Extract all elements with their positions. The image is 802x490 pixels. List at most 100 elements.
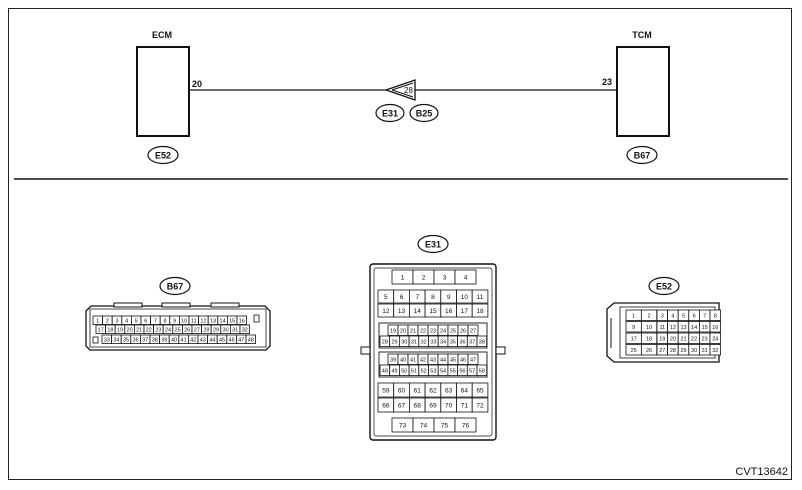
diagram-frame xyxy=(8,8,792,480)
pin-number: 26 xyxy=(184,328,190,334)
pin-number: 2 xyxy=(106,319,109,325)
pin-number: 10 xyxy=(646,325,652,331)
e52-oval xyxy=(648,276,680,296)
pin-number: 38 xyxy=(479,340,485,346)
pin-number: 6 xyxy=(400,294,404,301)
pin-number: 36 xyxy=(459,340,465,346)
pin-number: 9 xyxy=(447,294,451,301)
pin-number: 3 xyxy=(443,274,447,281)
pin-number: 72 xyxy=(476,402,484,409)
pin-number: 32 xyxy=(712,348,718,354)
pin-number: 30 xyxy=(223,328,229,334)
pin-number: 17 xyxy=(98,328,104,334)
pin-number: 55 xyxy=(450,369,456,375)
pin-number: 50 xyxy=(401,369,407,375)
pin-number: 45 xyxy=(219,338,225,344)
pin-cell xyxy=(467,324,479,336)
e31-label: E31 xyxy=(425,240,441,250)
pin-number: 69 xyxy=(429,402,437,409)
pin-number: 39 xyxy=(161,338,167,344)
pin-number: 25 xyxy=(450,329,456,335)
pin-number: 59 xyxy=(382,387,390,394)
pin-number: 1 xyxy=(401,274,405,281)
ecm-pin: 20 xyxy=(192,79,202,89)
pin-number: 30 xyxy=(691,348,697,354)
pin-number: 12 xyxy=(200,319,206,325)
pin-number: 44 xyxy=(440,358,446,364)
pin-number: 4 xyxy=(125,319,128,325)
pin-number: 73 xyxy=(399,422,407,429)
pin-number: 24 xyxy=(165,328,171,334)
pin-number: 29 xyxy=(680,348,686,354)
pin-number: 38 xyxy=(152,338,158,344)
pin-number: 16 xyxy=(445,308,453,315)
pin-number: 29 xyxy=(213,328,219,334)
pin-number: 23 xyxy=(702,337,708,343)
pin-number: 46 xyxy=(460,358,466,364)
joint-connector-oval-1 xyxy=(375,103,405,123)
pin-cell xyxy=(476,364,488,376)
pin-number: 25 xyxy=(631,348,637,354)
pin-number: 70 xyxy=(445,402,453,409)
joint-connector-label-1: E31 xyxy=(382,109,398,119)
pin-number: 54 xyxy=(440,369,446,375)
pin-cell xyxy=(471,397,489,413)
tcm-connector-label: B67 xyxy=(634,151,651,161)
pin-number: 28 xyxy=(382,340,388,346)
pin-number: 16 xyxy=(239,319,245,325)
pin-number: 24 xyxy=(440,329,446,335)
pin-number: 43 xyxy=(200,338,206,344)
pin-number: 4 xyxy=(671,314,674,320)
pin-number: 63 xyxy=(445,387,453,394)
pin-number: 57 xyxy=(469,369,475,375)
pin-number: 65 xyxy=(476,387,484,394)
joint-pin: 28 xyxy=(404,86,413,95)
b67-oval xyxy=(159,276,191,296)
pin-number: 64 xyxy=(461,387,469,394)
pin-number: 18 xyxy=(107,328,113,334)
pin-number: 8 xyxy=(714,314,717,320)
pin-number: 31 xyxy=(702,348,708,354)
pin-number: 27 xyxy=(194,328,200,334)
tcm-box xyxy=(616,46,670,137)
pin-cell xyxy=(471,382,489,398)
tcm-label: TCM xyxy=(632,30,652,40)
ecm-connector-oval xyxy=(147,145,179,165)
pin-number: 1 xyxy=(96,319,99,325)
pin-cell xyxy=(454,417,477,433)
pin-number: 12 xyxy=(670,325,676,331)
pin-number: 33 xyxy=(430,340,436,346)
ecm-label: ECM xyxy=(152,30,172,40)
joint-connector-oval-2 xyxy=(409,103,439,123)
pin-number: 1 xyxy=(632,314,635,320)
pin-number: 8 xyxy=(431,294,435,301)
pin-number: 66 xyxy=(382,402,390,409)
b67-label: B67 xyxy=(167,282,184,292)
pin-number: 32 xyxy=(421,340,427,346)
ecm-connector-label: E52 xyxy=(155,151,171,161)
pin-number: 10 xyxy=(461,294,469,301)
pin-cell xyxy=(709,344,722,356)
tcm-connector-oval xyxy=(626,145,658,165)
pin-number: 7 xyxy=(415,294,419,301)
e31-oval xyxy=(417,234,449,254)
pin-number: 15 xyxy=(229,319,235,325)
pin-cell xyxy=(471,289,489,304)
pin-number: 2 xyxy=(422,274,426,281)
pin-number: 31 xyxy=(411,340,417,346)
pin-number: 34 xyxy=(113,338,119,344)
pin-cell xyxy=(245,334,257,344)
pin-number: 13 xyxy=(680,325,686,331)
pin-number: 48 xyxy=(248,338,254,344)
pin-number: 5 xyxy=(384,294,388,301)
pin-number: 40 xyxy=(171,338,177,344)
pin-number: 11 xyxy=(477,294,484,301)
pin-number: 49 xyxy=(391,369,397,375)
pin-number: 27 xyxy=(659,348,665,354)
pin-number: 18 xyxy=(646,337,652,343)
pin-number: 41 xyxy=(410,358,416,364)
pin-number: 37 xyxy=(469,340,475,346)
pin-number: 34 xyxy=(440,340,446,346)
pin-number: 21 xyxy=(136,328,142,334)
